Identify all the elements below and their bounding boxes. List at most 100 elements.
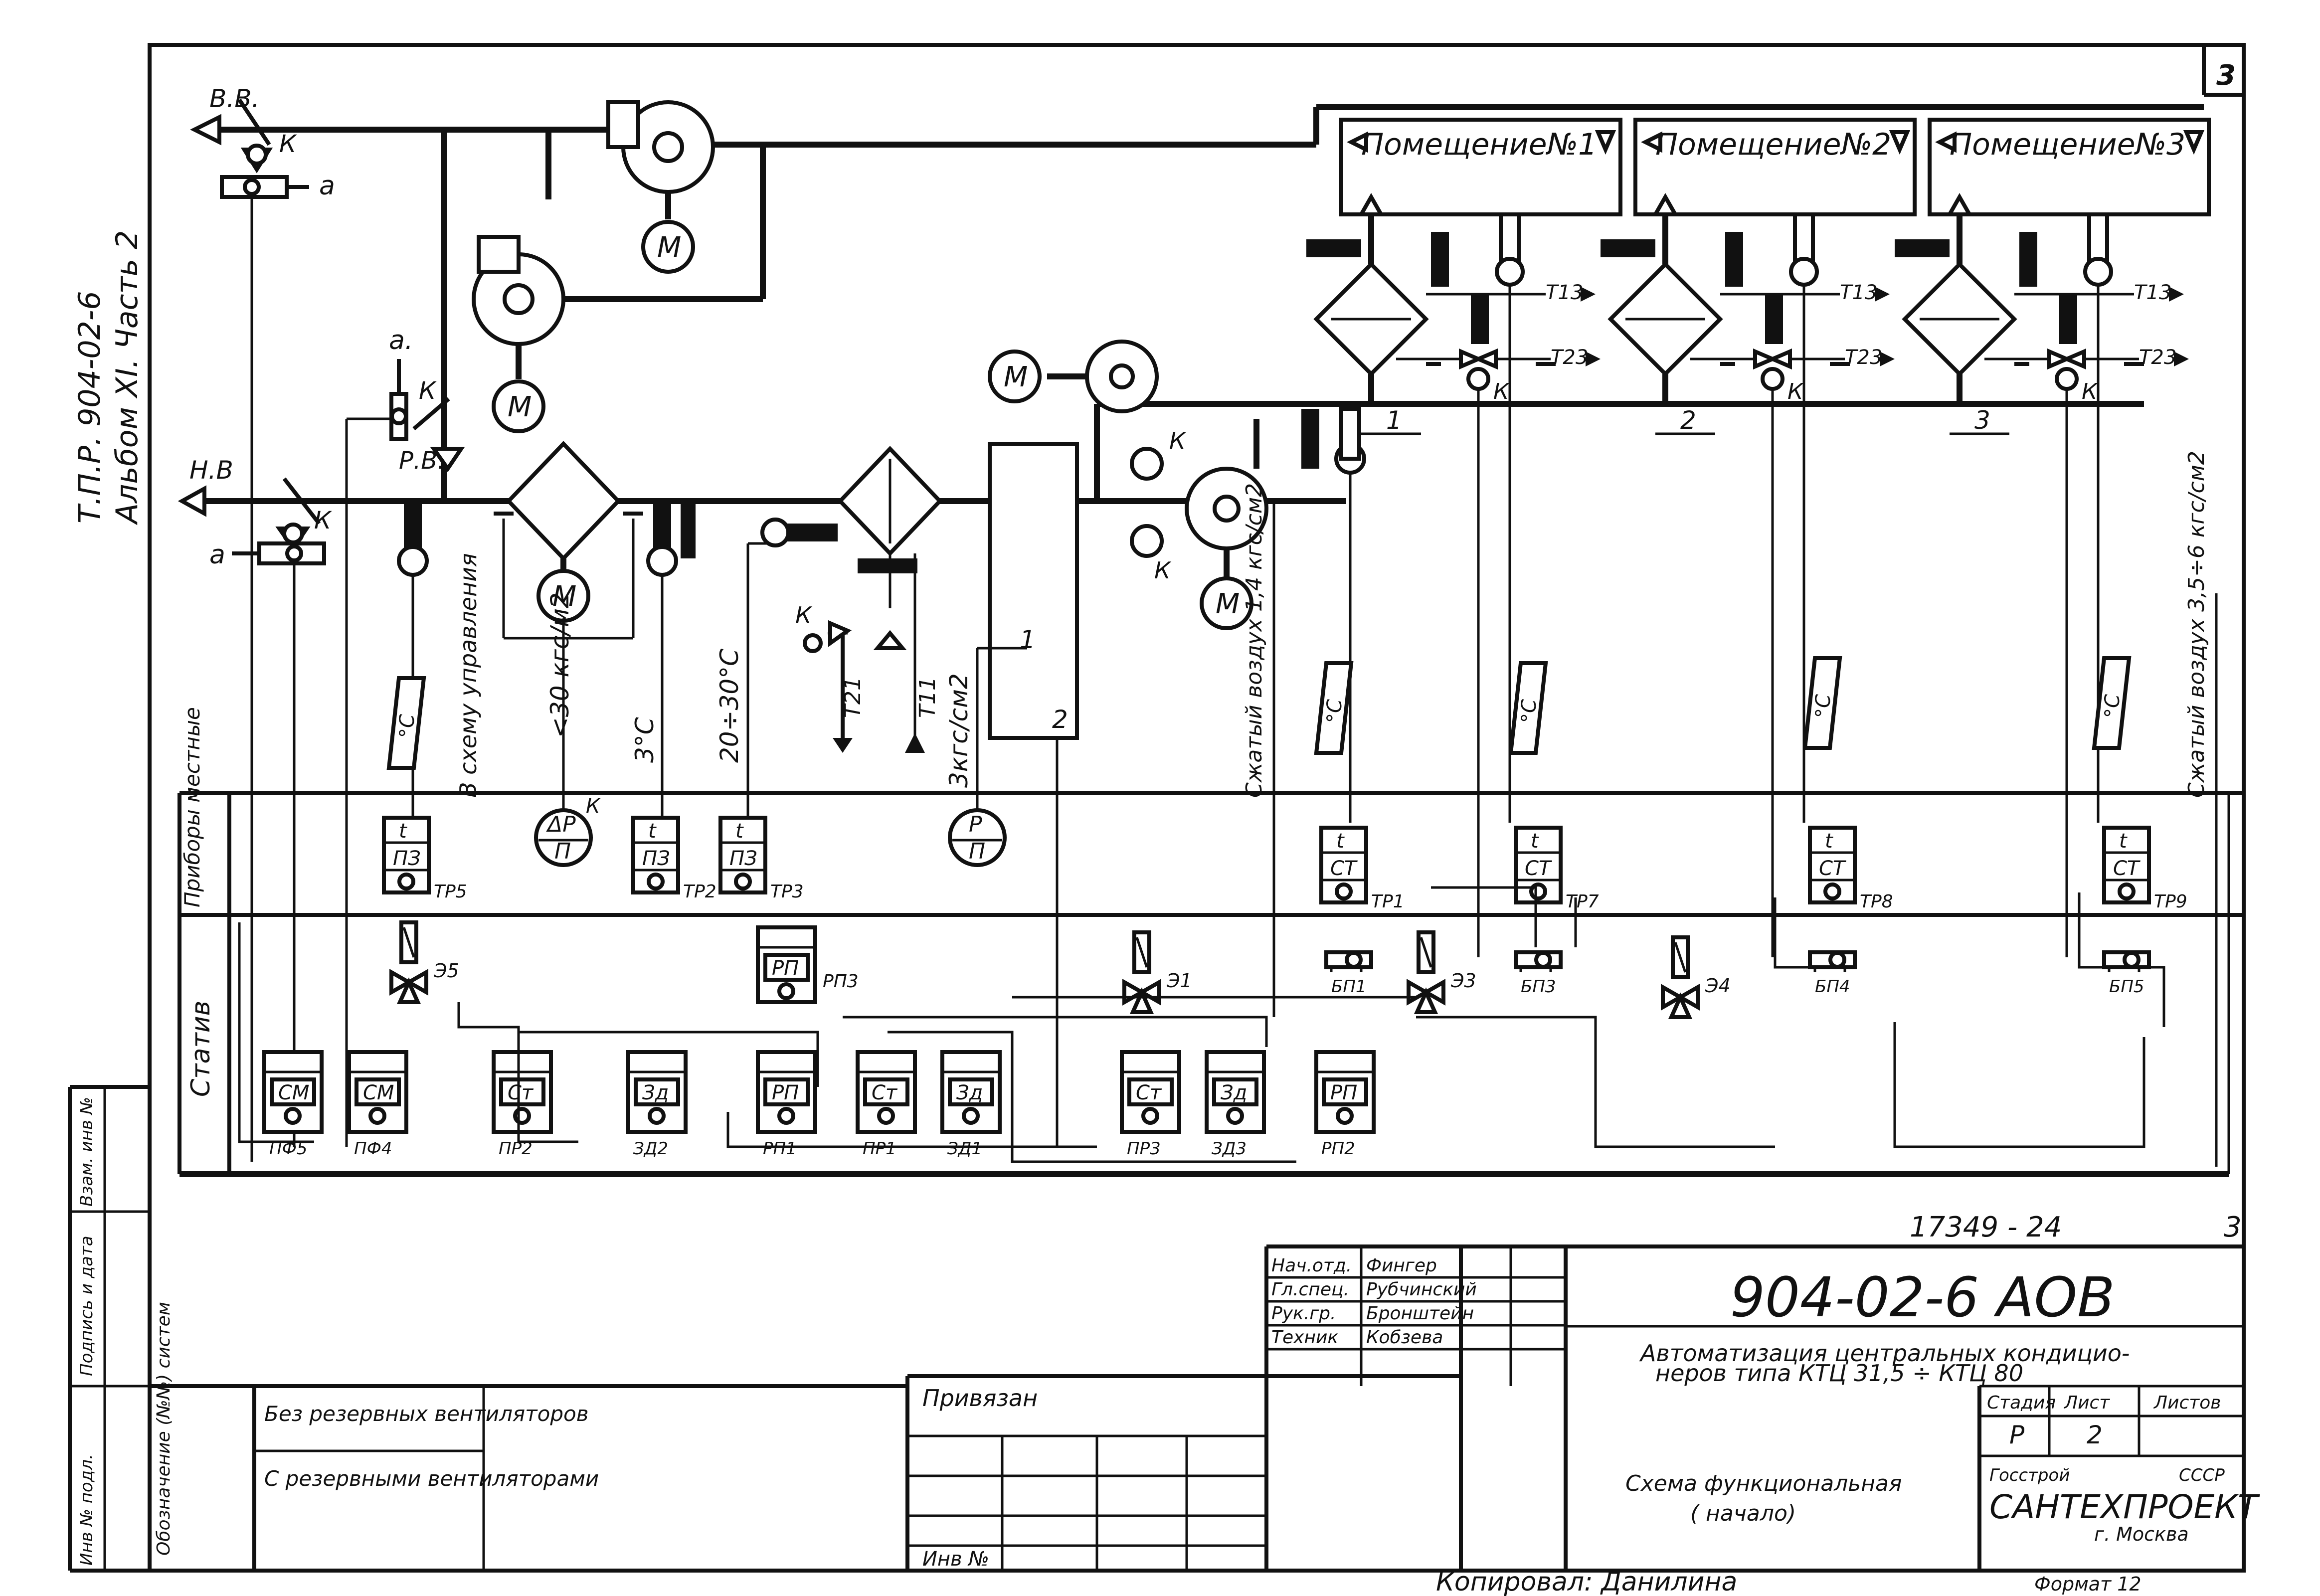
instrument-bottom: ПЗ [642,847,670,870]
instrument-tag: ТР5 [434,882,467,902]
scale-box: °С [1314,661,1354,755]
humidifier-chamber [988,442,1079,740]
rack-device-tag: ЗД1 [947,1139,982,1159]
rack-device-tag: ПФ4 [354,1139,392,1159]
temp-sensor-3 [760,518,790,547]
rack-device: РП РП1 [756,1050,817,1159]
actuator-tag: Э4 [1705,975,1731,997]
actuator-valve: Э5 [389,920,459,1004]
rack-device-tag: РП1 [763,1139,797,1159]
drawing-name-2: ( начало) [1690,1501,1796,1526]
zone-valve [1466,367,1490,391]
position-block-tag: БП3 [1521,977,1556,997]
doc-desc-1: Автоматизация центральных кондицио- [1639,1340,2130,1367]
exhaust-arrow [190,114,221,146]
zone-number: 3 [1974,406,1990,435]
rack-device-label: Ст [508,1081,534,1104]
outdoor-label: Н.В [189,456,233,485]
rack-device-label: РП [1330,1081,1357,1104]
rack-device-label: РП [772,1081,799,1104]
rack-device-label: Зд [642,1081,669,1104]
rack-device-tag: ЗД2 [633,1139,668,1159]
actuator-valve: Э1 [1122,930,1192,1014]
doc-code: 904-02-6 АОВ [1730,1265,2115,1329]
scale-box: °С [1802,656,1842,750]
stamp-sign-date: Подпись и дата [77,1236,97,1376]
org-line-1: Госстрой [1989,1465,2070,1485]
rack-device-label: Ст [872,1081,898,1104]
scale-box: °С [1508,661,1548,755]
scale-unit: °С [1812,694,1835,718]
relay-label: РП [772,957,799,980]
position-block: БП3 [1514,950,1563,997]
instrument-bottom: СТ [1819,857,1847,880]
valve-letter-2: К [314,507,332,534]
position-block: БП5 [2102,950,2151,997]
note-t2: 20÷30°С [715,649,744,763]
stamp-replace-inv: Взам. инв № [77,1097,97,1207]
valve-letter-6: К [1154,557,1172,584]
note-p: 3кгс/см2 [944,673,973,788]
dp-tag: К [586,795,601,818]
legend-header: Обозначение (№№) систем [154,1302,174,1556]
role-name: Фингер [1366,1255,1437,1276]
rack-device: СМ ПФ4 [347,1050,408,1159]
motor-letter-5: М [1216,588,1240,620]
actuator-valve: Э3 [1407,930,1476,1014]
room-temp-sensor [2083,257,2113,287]
motor-letter-3: М [552,580,576,613]
pressure-gauge [948,808,1007,867]
outer-frame [148,43,2246,1573]
note-t1: 3°С [630,717,659,763]
a-label-left: а [209,540,225,570]
motor-letter-1: М [657,231,681,264]
instrument-bottom: СТ [2113,857,2141,880]
corner-sheet-number: 3 [2216,59,2236,92]
note-air2: Сжатый воздух 3,5÷6 кгс/см2 [2184,451,2209,798]
drawing-name-1: Схема функциональная [1625,1471,1902,1496]
motor-supply-2 [1200,576,1253,630]
scale-unit: °С [1323,699,1346,723]
rack-device-label: СМ [363,1081,394,1104]
role-title: Рук.гр. [1271,1303,1336,1324]
motor-recirc [492,379,545,433]
scale-unit: °С [2101,694,2124,718]
sheet-value: 2 [2087,1420,2103,1449]
room-temp-sensor [1495,257,1525,287]
rack-device-tag: ЗД3 [1212,1139,1247,1159]
instrument-bottom: СТ [1525,857,1553,880]
sheets-header: Листов [2153,1393,2221,1413]
recirc-label: Р.В. [399,447,445,475]
zone-valve [1761,367,1785,391]
row-rack-label: Статив [186,1001,216,1097]
actuator-tag: Э3 [1450,970,1476,992]
instrument-tag: ТР9 [2154,891,2187,912]
rack-device-tag: ПР1 [863,1139,896,1159]
actuator-tag: Э5 [433,960,459,982]
role-title: Гл.спец. [1271,1279,1349,1300]
room-label: Помещение№2 [1655,127,1891,162]
rack-device-label: Ст [1136,1081,1162,1104]
org-city: г. Москва [2094,1523,2189,1545]
room-label: Помещение№1 [1361,127,1597,162]
position-block: БП1 [1324,950,1373,997]
instrument-top: t [735,820,744,843]
format-note: Формат 12 [2034,1573,2142,1595]
row-local-label: Приборы местные [180,707,204,907]
valve-letter-3: К [419,377,437,405]
actuator-valve: Э4 [1661,935,1731,1019]
room-box [1633,118,1917,216]
instrument-top: t [1825,830,1833,853]
temp-sensor-1 [397,545,429,577]
zone-valve [2055,367,2079,391]
scale-unit: °С [396,714,419,738]
